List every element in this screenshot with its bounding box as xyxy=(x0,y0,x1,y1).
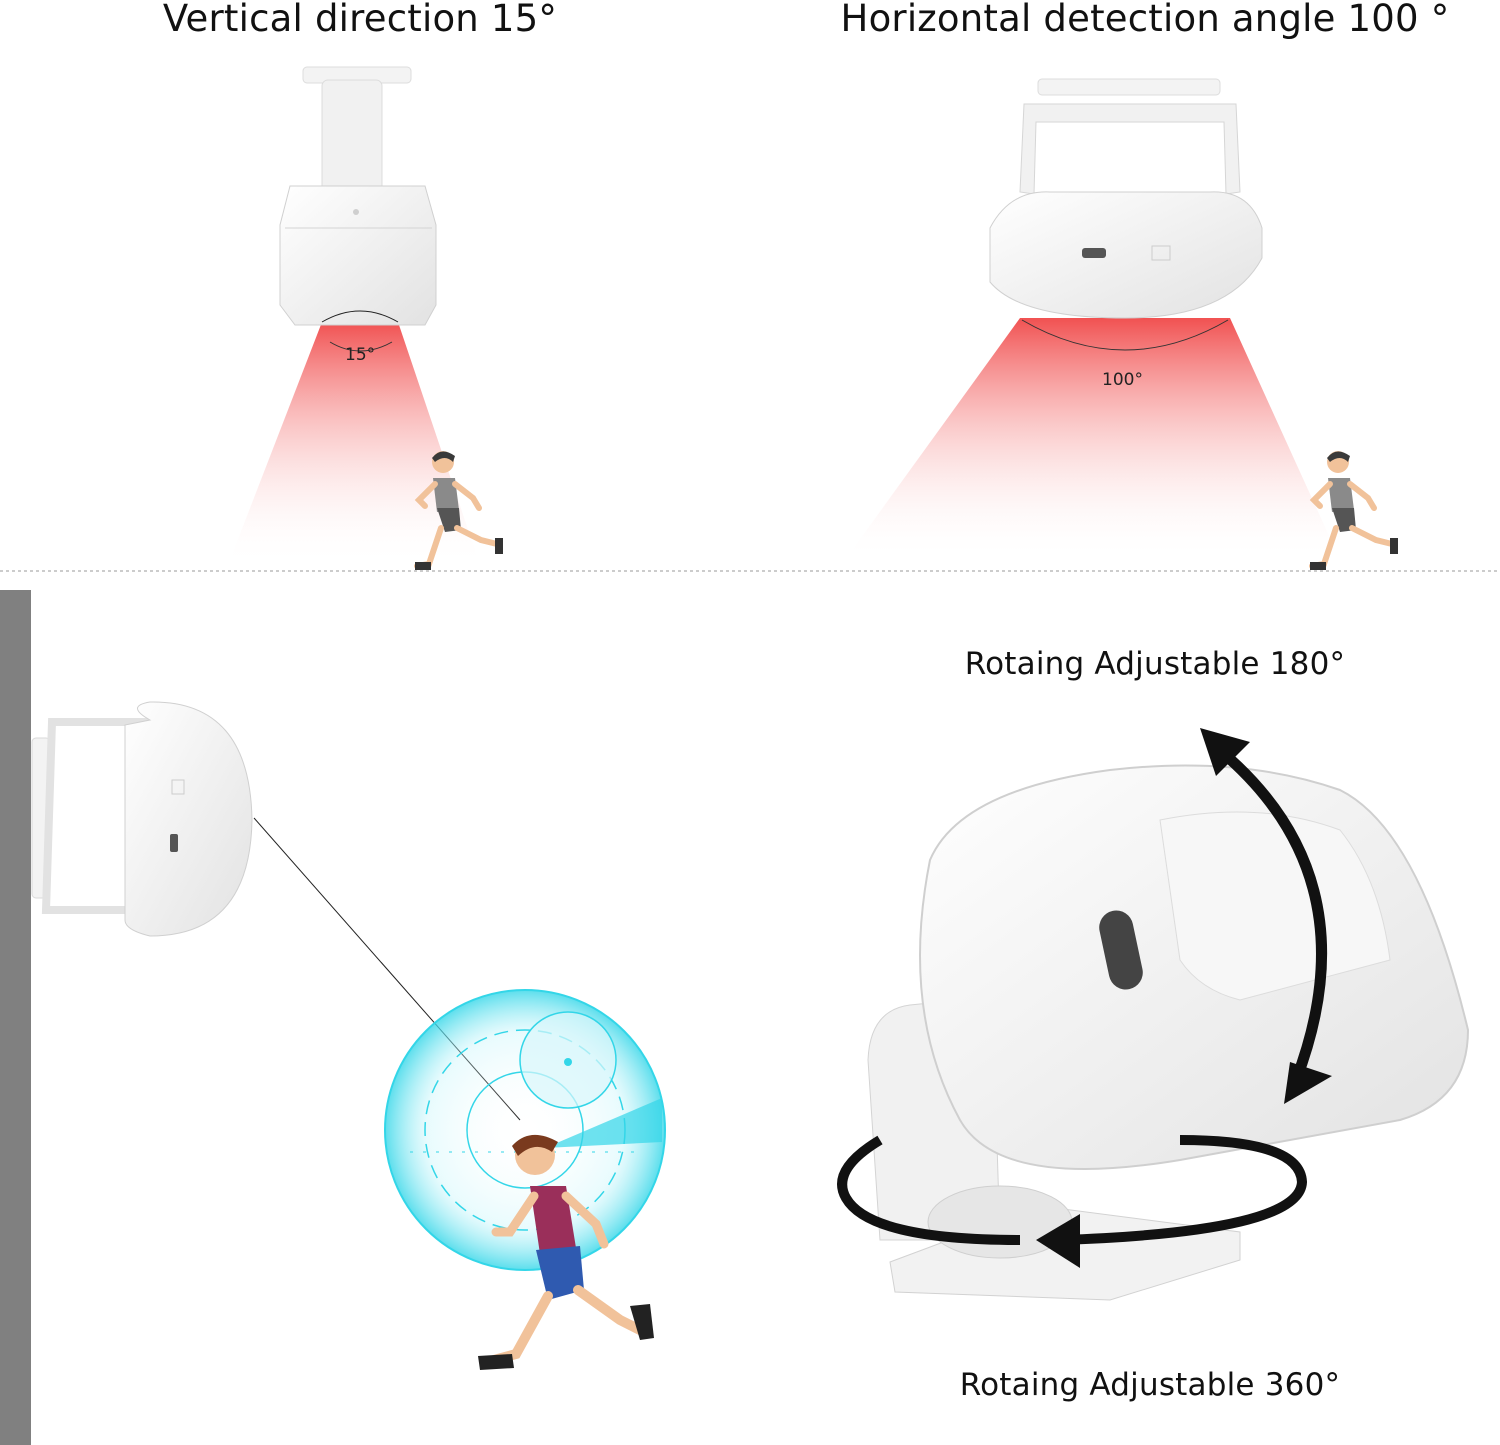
caption-horizontal-angle: Horizontal detection angle 100 ° xyxy=(840,0,1450,40)
caption-rotate-180: Rotaing Adjustable 180° xyxy=(964,646,1346,682)
caption-vertical-direction: Vertical direction 15° xyxy=(162,0,558,40)
horizontal-sensor-device xyxy=(845,78,1340,560)
wall-mounted-sensor xyxy=(31,701,253,937)
vertical-beam xyxy=(228,322,480,565)
horizontal-beam xyxy=(845,318,1340,560)
wall xyxy=(0,590,31,1445)
running-person-icon xyxy=(478,1134,654,1370)
scan-radar xyxy=(384,989,666,1271)
angle-label-vertical: 15° xyxy=(345,345,376,365)
vertical-sensor-device xyxy=(228,66,480,565)
caption-rotate-360: Rotaing Adjustable 360° xyxy=(959,1367,1341,1403)
running-person-icon xyxy=(414,451,503,570)
rotate-360-arrow-icon xyxy=(837,1135,1308,1268)
rotate-180-arrow-icon xyxy=(1200,728,1332,1104)
running-person-icon xyxy=(1309,451,1398,570)
rotating-sensor-device xyxy=(867,764,1470,1301)
angle-label-horizontal: 100° xyxy=(1102,370,1143,390)
